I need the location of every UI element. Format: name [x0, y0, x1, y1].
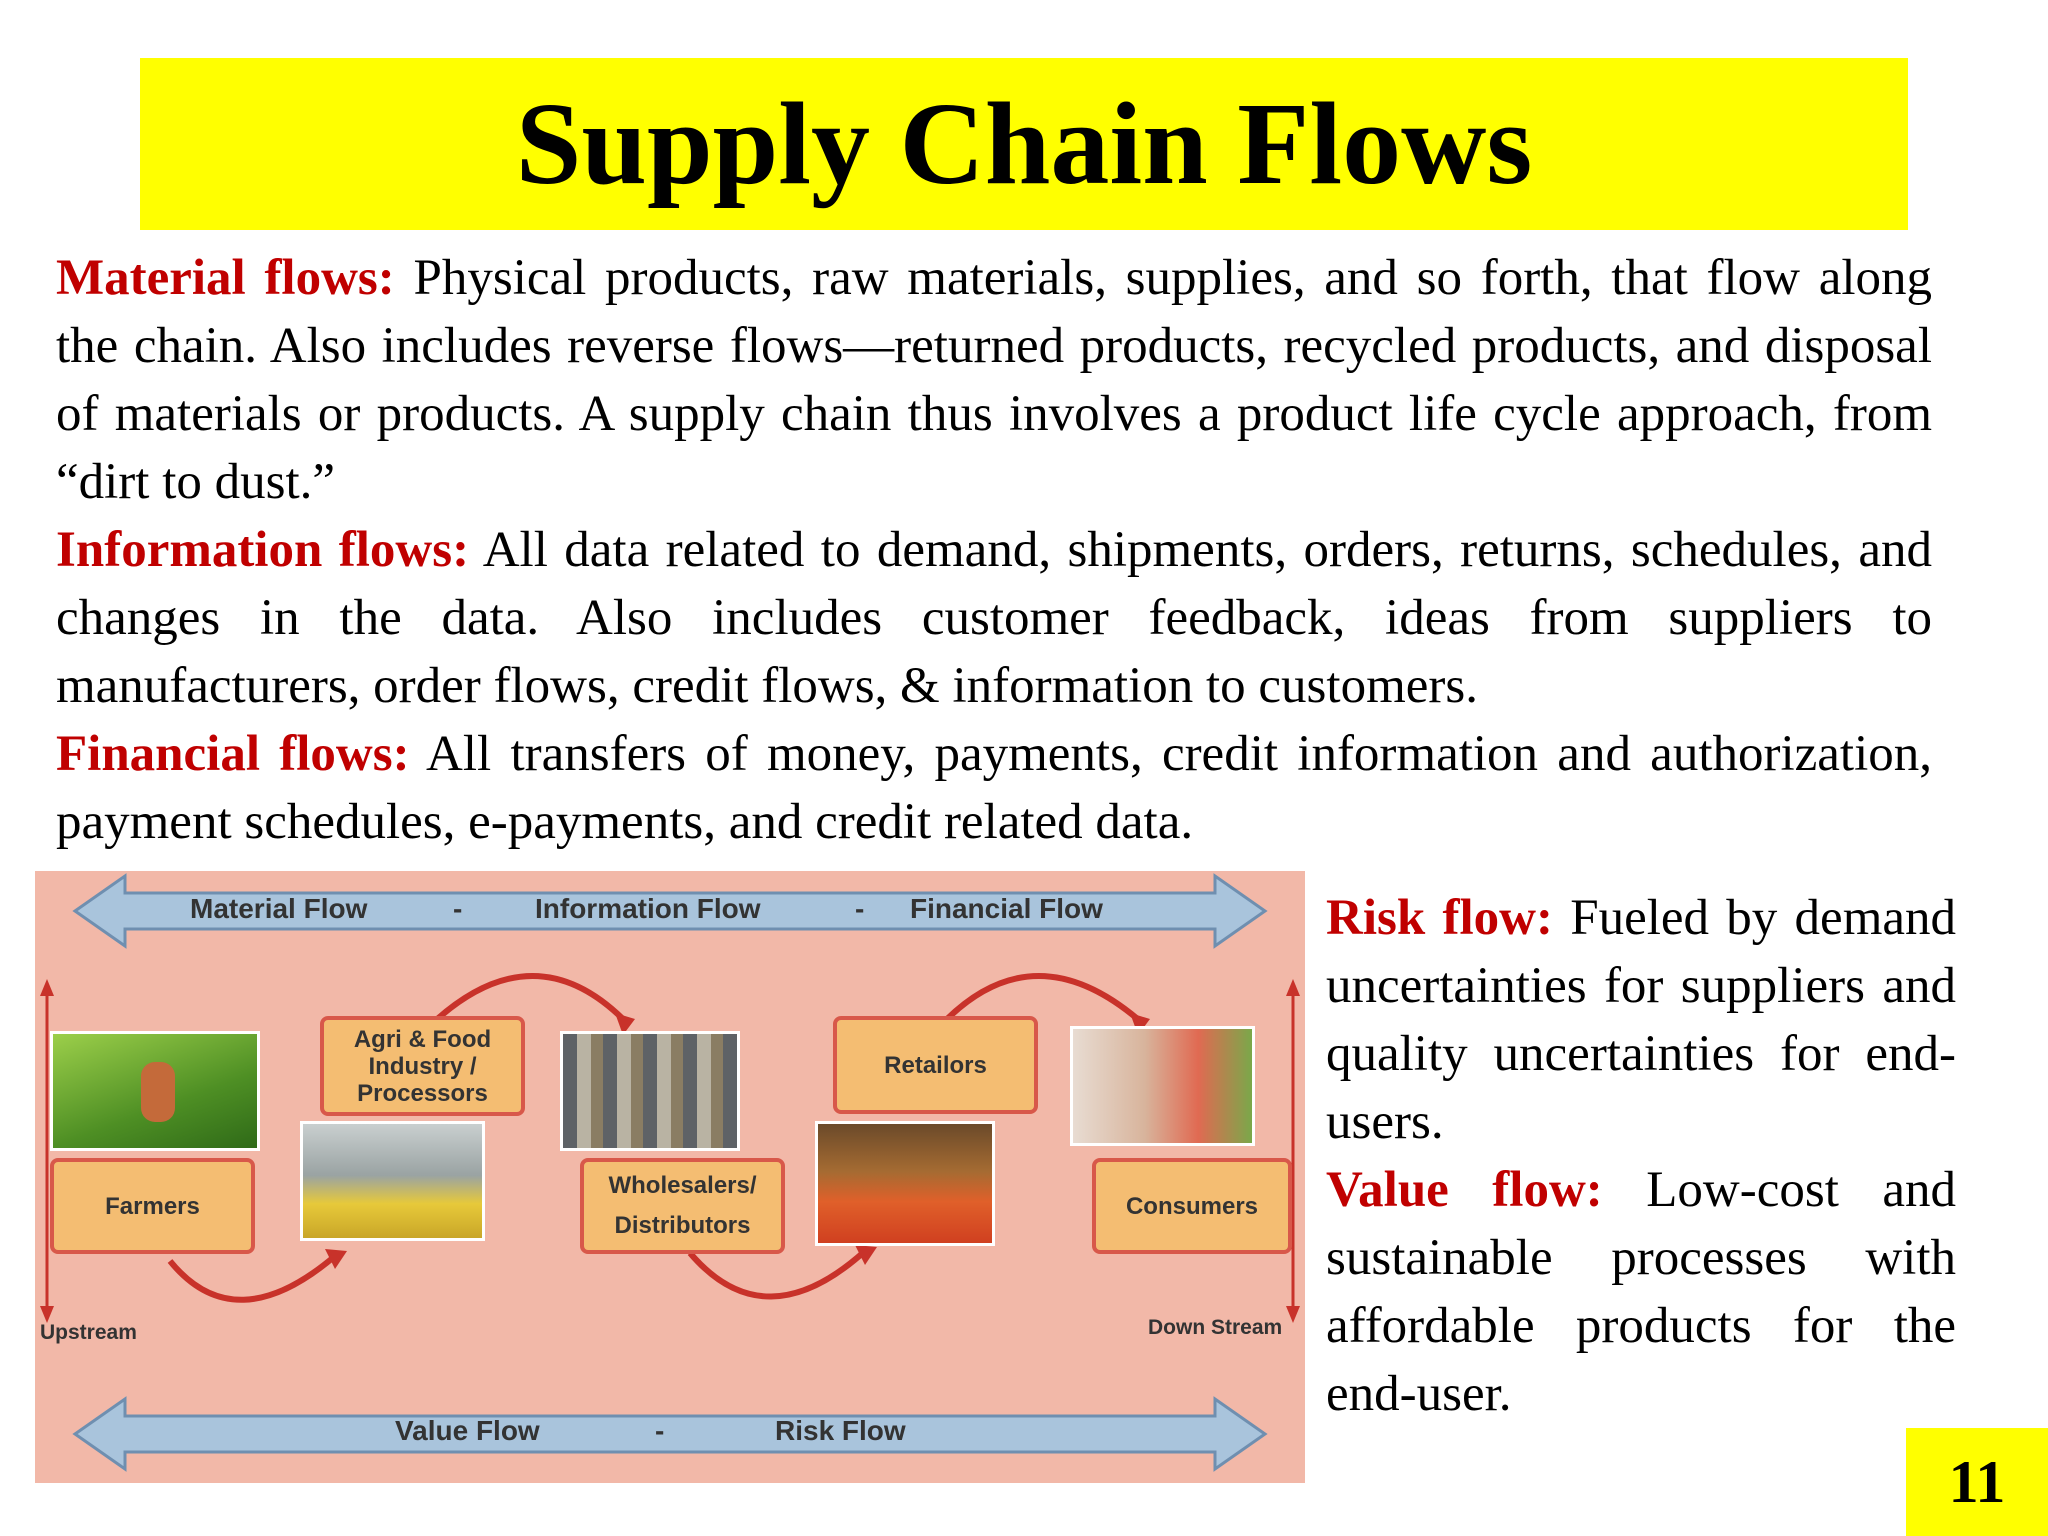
- information-flows-paragraph: Information flows: All data related to d…: [56, 516, 1932, 720]
- material-flow-label: Material Flow: [190, 893, 368, 924]
- diagram-graphics: [40, 873, 1300, 1472]
- risk-value-descriptions: Risk flow: Fueled by demand uncertaintie…: [1326, 884, 1956, 1428]
- top-flow-arrow: [72, 873, 1268, 949]
- curve-wholesalers-to-market: [687, 1248, 868, 1300]
- bottom-flow-arrow: [72, 1396, 1268, 1472]
- financial-flow-label: Financial Flow: [910, 893, 1103, 924]
- risk-flow-heading: Risk flow:: [1326, 890, 1553, 946]
- stage-wholesalers-distributors: Wholesalers/ Distributors: [580, 1158, 785, 1254]
- stage-consumers: Consumers: [1092, 1158, 1292, 1254]
- risk-flow-text: Fueled by demand uncertainties for suppl…: [1326, 890, 1956, 1150]
- consumer-shopping-photo: [1070, 1026, 1255, 1146]
- risk-flow-paragraph: Risk flow: Fueled by demand uncertaintie…: [1326, 884, 1956, 1156]
- top-separator-1: -: [453, 893, 463, 924]
- information-flow-label: Information Flow: [535, 893, 761, 924]
- stage-farmers: Farmers: [50, 1158, 255, 1254]
- material-flows-paragraph: Material flows: Physical products, raw m…: [56, 244, 1932, 516]
- title-banner: Supply Chain Flows: [140, 58, 1908, 230]
- downstream-label: Down Stream: [1148, 1316, 1283, 1339]
- value-flow-text: Low-cost and sustainable processes with …: [1326, 1162, 1956, 1422]
- risk-flow-label: Risk Flow: [775, 1415, 906, 1446]
- farmer-field-photo: [50, 1031, 260, 1151]
- bottom-separator: -: [655, 1415, 665, 1446]
- curve-retailers-to-consumers: [942, 973, 1142, 1024]
- value-flow-heading: Value flow:: [1326, 1162, 1603, 1218]
- financial-flows-paragraph: Financial flows: All transfers of money,…: [56, 720, 1932, 856]
- stage-agri-food-processors: Agri & Food Industry / Processors: [320, 1016, 525, 1116]
- material-flows-text: Physical products, raw materials, suppli…: [56, 250, 1932, 510]
- page-number: 11: [1906, 1428, 2048, 1536]
- stage-retailers: Retailors: [833, 1016, 1038, 1114]
- information-flows-label: Information flows:: [56, 522, 470, 578]
- value-flow-label: Value Flow: [395, 1415, 540, 1446]
- upstream-label: Upstream: [40, 1321, 137, 1344]
- information-flows-text: All data related to demand, shipments, o…: [56, 522, 1932, 714]
- supply-chain-diagram: Farmers Agri & Food Industry / Processor…: [35, 871, 1305, 1483]
- curve-processors-to-warehouse: [432, 973, 628, 1024]
- slide-title: Supply Chain Flows: [515, 78, 1533, 209]
- curve-farmers-to-processors: [167, 1253, 337, 1303]
- warehouse-photo: [560, 1031, 740, 1151]
- food-processing-photo: [300, 1121, 485, 1241]
- market-produce-photo: [815, 1121, 995, 1246]
- top-separator-2: -: [855, 893, 865, 924]
- financial-flows-label: Financial flows:: [56, 726, 410, 782]
- material-flows-label: Material flows:: [56, 250, 395, 306]
- value-flow-paragraph: Value flow: Low-cost and sustainable pro…: [1326, 1156, 1956, 1428]
- financial-flows-text: All transfers of money, payments, credit…: [56, 726, 1933, 850]
- flow-descriptions: Material flows: Physical products, raw m…: [56, 244, 1932, 856]
